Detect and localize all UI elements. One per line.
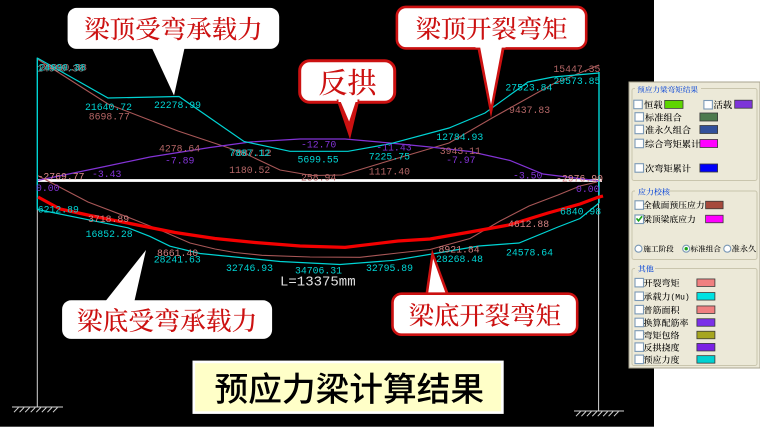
svg-text:29573.85: 29573.85 xyxy=(553,76,600,87)
svg-text:14990.38: 14990.38 xyxy=(37,64,84,75)
svg-text:0.00: 0.00 xyxy=(576,184,600,195)
svg-text:3943.11: 3943.11 xyxy=(440,146,481,157)
svg-text:-7.89: -7.89 xyxy=(165,156,195,167)
svg-text:-2976.90: -2976.90 xyxy=(556,174,603,185)
svg-text:24990.38: 24990.38 xyxy=(40,63,87,74)
svg-text:5699.55: 5699.55 xyxy=(298,155,339,166)
svg-text:7225.75: 7225.75 xyxy=(369,152,410,163)
svg-text:-2769.77: -2769.77 xyxy=(38,172,85,183)
svg-text:27523.84: 27523.84 xyxy=(505,83,552,94)
svg-text:32795.89: 32795.89 xyxy=(366,263,413,274)
svg-text:-12.70: -12.70 xyxy=(301,140,336,151)
svg-text:28241.63: 28241.63 xyxy=(154,255,201,266)
svg-text:258.94: 258.94 xyxy=(301,173,336,184)
svg-text:32746.93: 32746.93 xyxy=(226,263,273,274)
svg-text:-3.43: -3.43 xyxy=(92,169,122,180)
svg-text:-3.50: -3.50 xyxy=(513,171,543,182)
svg-text:22278.99: 22278.99 xyxy=(154,100,201,111)
svg-text:24990.38: 24990.38 xyxy=(39,63,86,74)
svg-text:1117.40: 1117.40 xyxy=(369,167,410,178)
svg-text:15447.35: 15447.35 xyxy=(553,64,600,75)
svg-text:28268.48: 28268.48 xyxy=(436,254,483,265)
svg-text:(Mu): (Mu) xyxy=(671,294,690,303)
svg-text:9437.83: 9437.83 xyxy=(509,105,550,116)
svg-text:12784.93: 12784.93 xyxy=(436,132,483,143)
svg-text:7887.12: 7887.12 xyxy=(229,148,270,159)
svg-text:21640.72: 21640.72 xyxy=(85,102,132,113)
svg-text:-11.43: -11.43 xyxy=(376,143,411,154)
svg-text:7887.12: 7887.12 xyxy=(231,148,272,159)
svg-text:8661.40: 8661.40 xyxy=(157,248,198,259)
svg-text:24578.64: 24578.64 xyxy=(506,248,553,259)
svg-text:6840.98: 6840.98 xyxy=(560,207,601,218)
svg-text:0.00: 0.00 xyxy=(36,183,60,194)
svg-text:4612.88: 4612.88 xyxy=(508,219,549,230)
svg-text:L=13375mm: L=13375mm xyxy=(280,274,356,290)
svg-text:1180.52: 1180.52 xyxy=(229,165,270,176)
svg-text:8921.84: 8921.84 xyxy=(439,245,480,256)
svg-text:3718.89: 3718.89 xyxy=(88,214,129,225)
svg-text:34706.31: 34706.31 xyxy=(295,266,342,277)
svg-text:-7.97: -7.97 xyxy=(446,155,476,166)
svg-text:6212.89: 6212.89 xyxy=(38,205,79,216)
svg-text:8698.77: 8698.77 xyxy=(89,112,130,123)
svg-text:4278.64: 4278.64 xyxy=(159,144,200,155)
svg-text:16852.28: 16852.28 xyxy=(86,229,133,240)
